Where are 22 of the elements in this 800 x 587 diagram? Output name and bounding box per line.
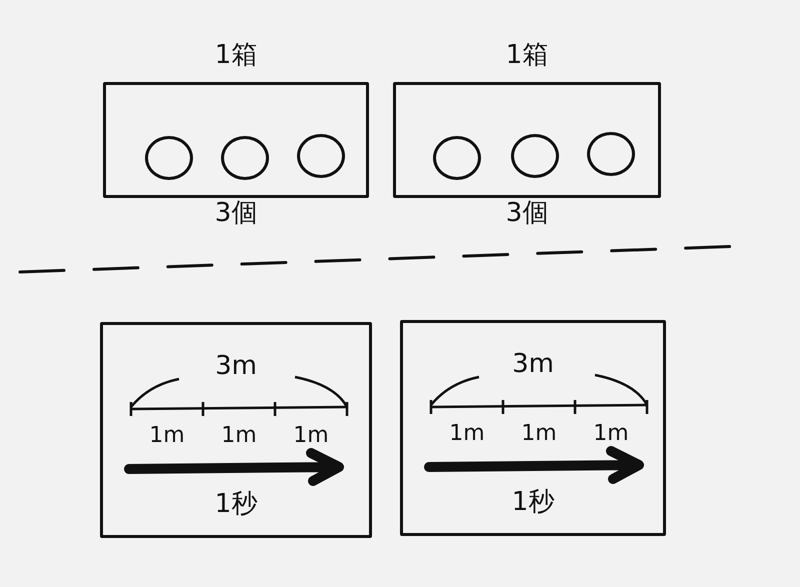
circle — [511, 134, 559, 178]
time-label: 1秒 — [510, 487, 556, 517]
segment-label: 1m — [592, 420, 630, 448]
count-label: 3個 — [214, 198, 258, 228]
box-heading: 1箱 — [214, 40, 258, 70]
circle — [297, 134, 345, 178]
segment-label: 1m — [520, 420, 558, 448]
circle — [145, 136, 193, 180]
circle — [221, 136, 269, 180]
circle — [433, 136, 481, 180]
segment-label: 1m — [292, 422, 330, 450]
segment-label: 1m — [448, 420, 486, 448]
panel-box — [400, 320, 666, 536]
dimension-label: 3m — [511, 349, 555, 379]
segment-label: 1m — [220, 422, 258, 450]
panel-box — [100, 322, 372, 538]
box-heading: 1箱 — [504, 40, 550, 70]
time-label: 1秒 — [214, 489, 258, 519]
circle — [587, 132, 635, 176]
segment-label: 1m — [148, 422, 186, 450]
count-label: 3個 — [504, 198, 550, 228]
dimension-label: 3m — [214, 351, 258, 381]
